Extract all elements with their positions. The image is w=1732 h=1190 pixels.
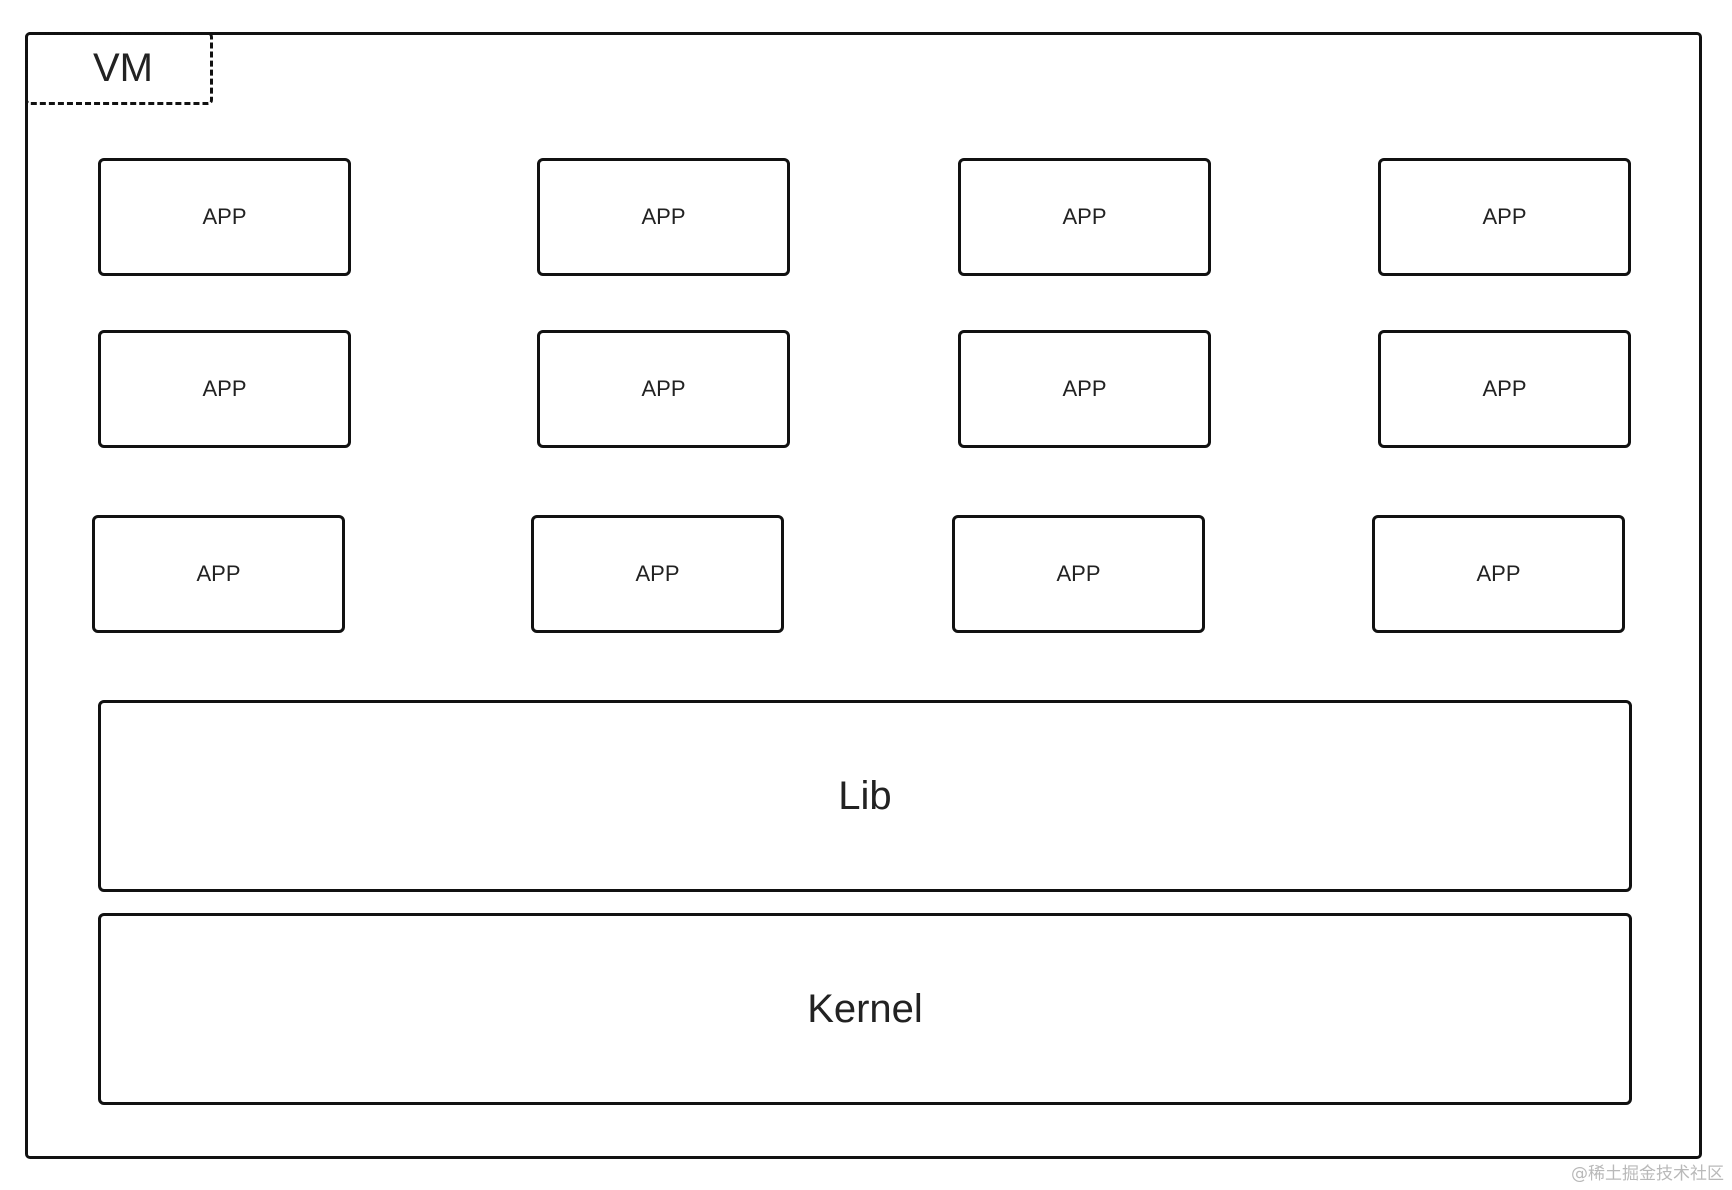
vm-container xyxy=(25,32,1702,1159)
app-box: APP xyxy=(98,330,351,448)
app-box: APP xyxy=(98,158,351,276)
kernel-layer: Kernel xyxy=(98,913,1632,1105)
app-box: APP xyxy=(958,330,1211,448)
app-box: APP xyxy=(958,158,1211,276)
app-box: APP xyxy=(1378,158,1631,276)
app-box: APP xyxy=(952,515,1205,633)
app-box: APP xyxy=(92,515,345,633)
lib-layer: Lib xyxy=(98,700,1632,892)
vm-label: VM xyxy=(25,32,213,105)
app-box: APP xyxy=(531,515,784,633)
app-box: APP xyxy=(1378,330,1631,448)
app-box: APP xyxy=(537,158,790,276)
app-box: APP xyxy=(537,330,790,448)
app-box: APP xyxy=(1372,515,1625,633)
watermark: @稀土掘金技术社区 xyxy=(1571,1164,1724,1184)
